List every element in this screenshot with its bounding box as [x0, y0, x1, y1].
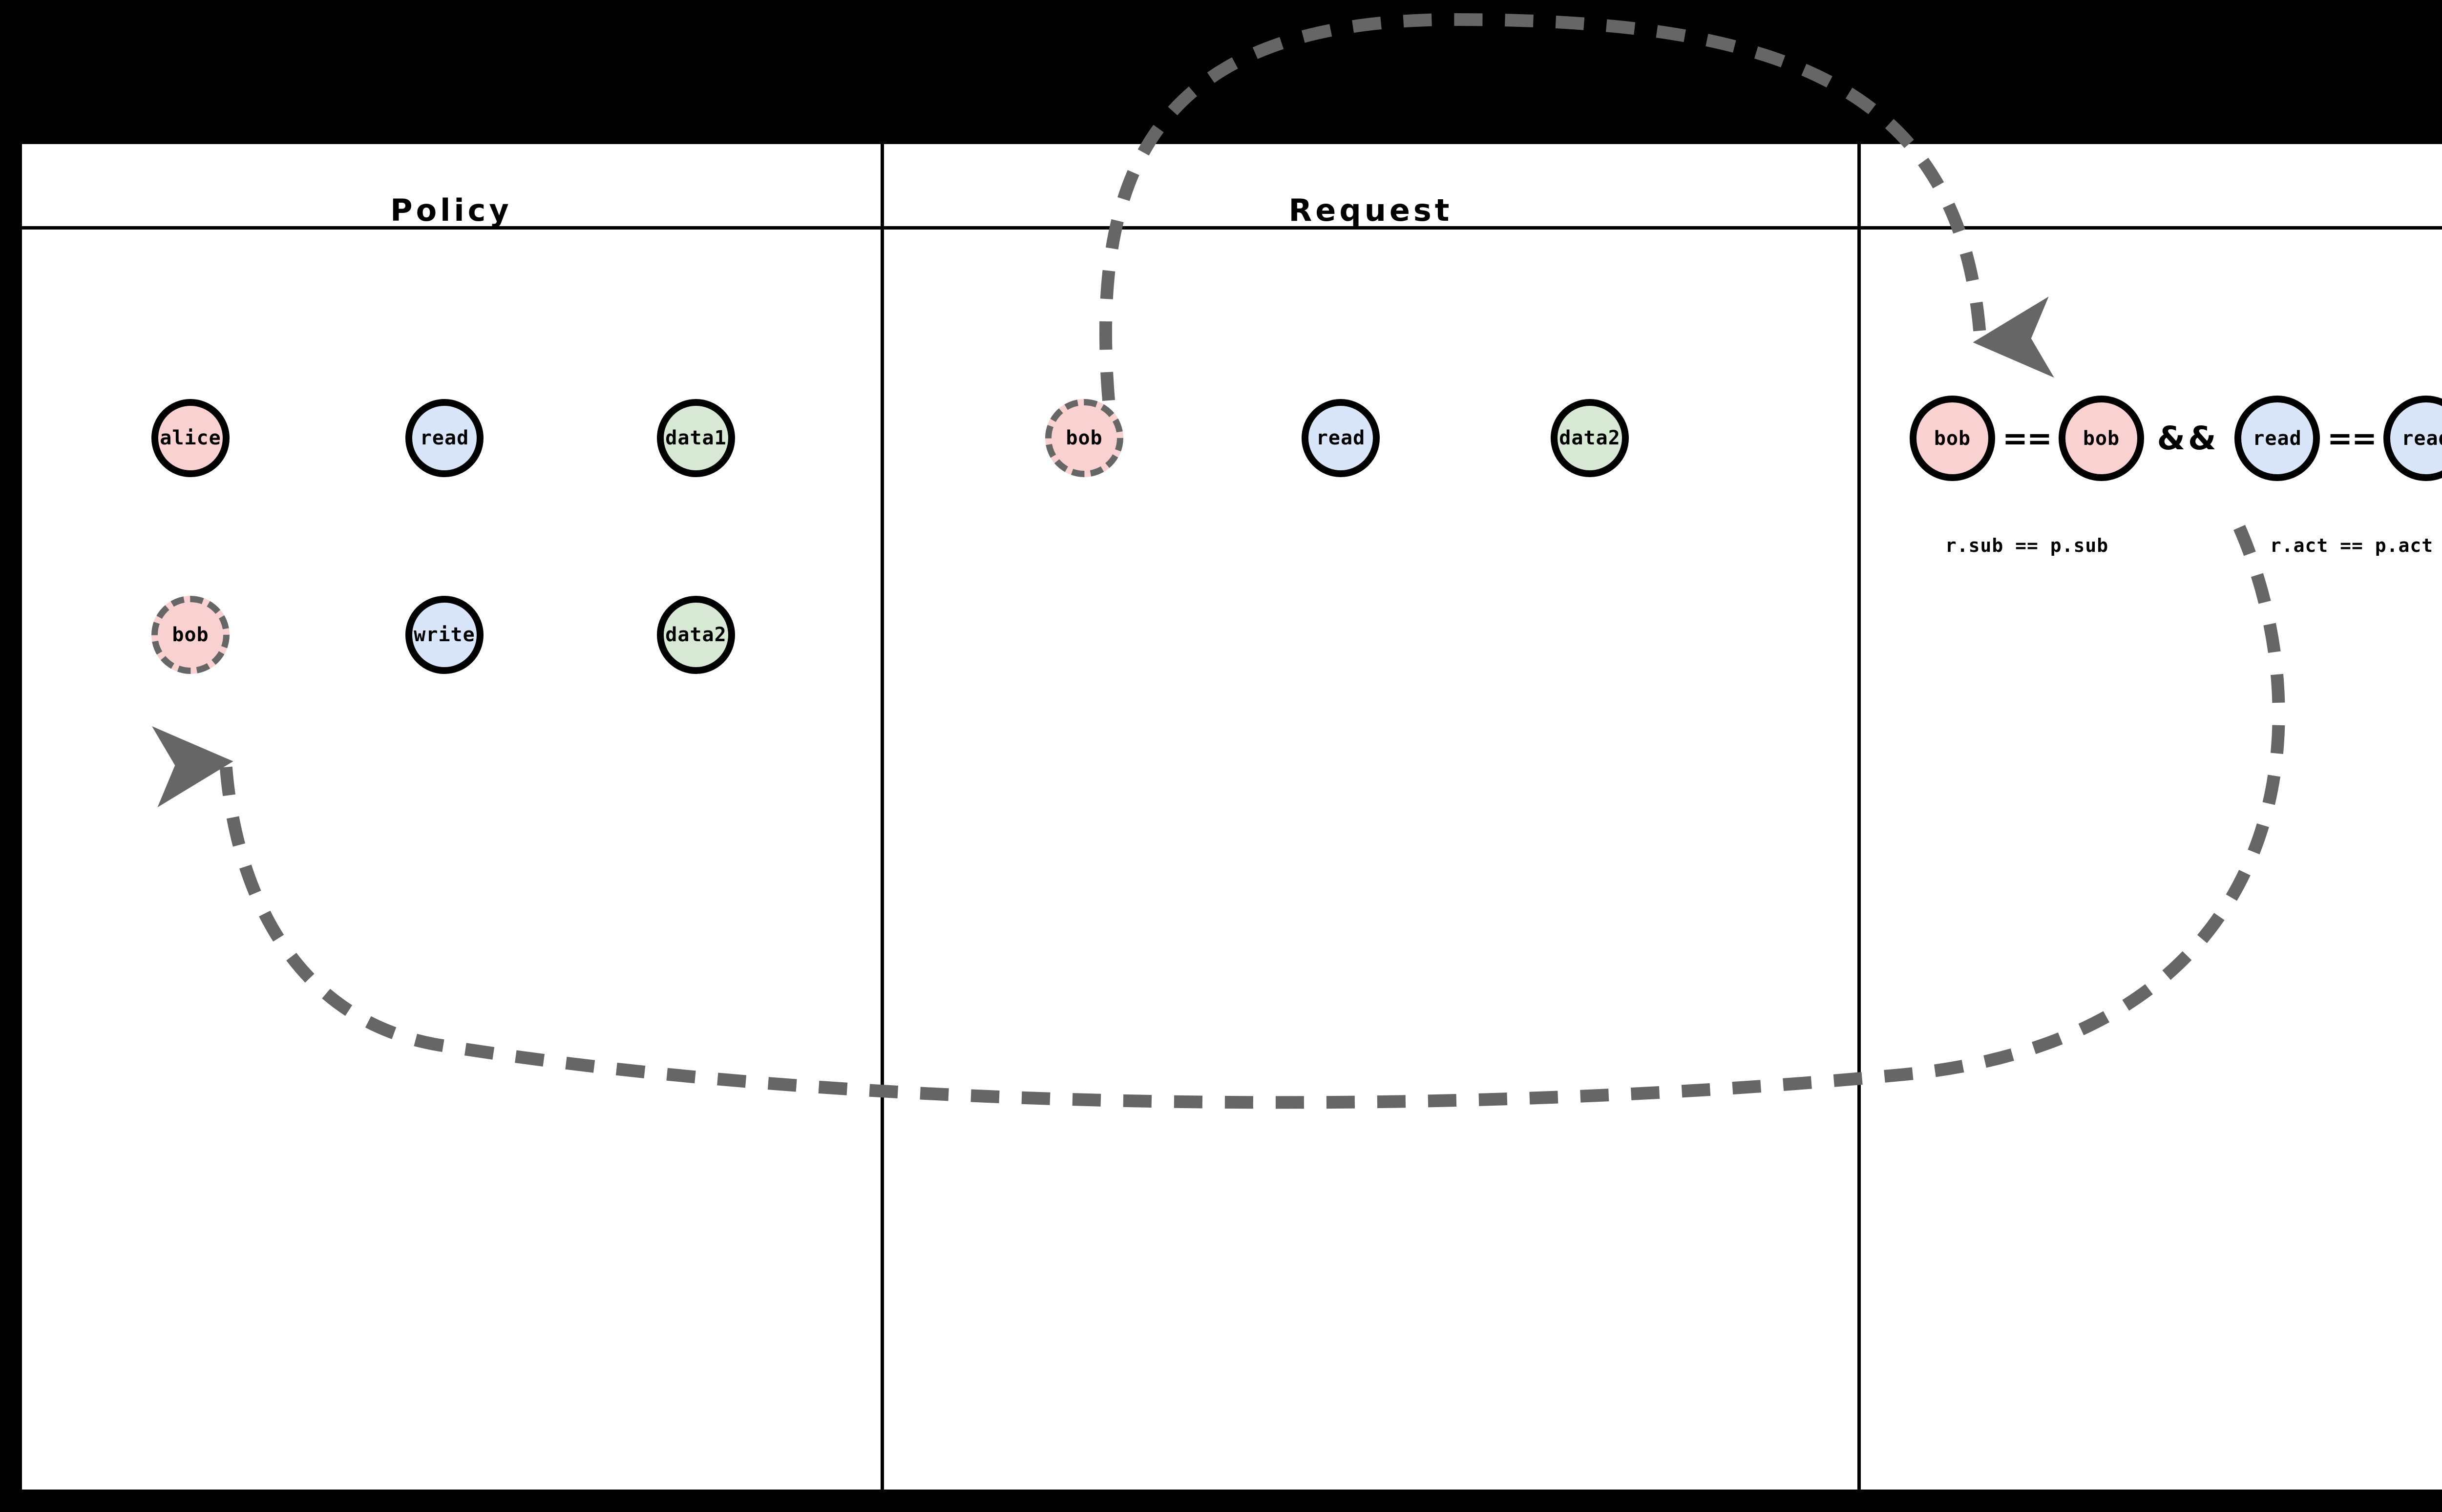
- policy-node-data2-label: data2: [665, 624, 727, 646]
- matching-node-request-sub-label: bob: [1934, 427, 1971, 450]
- column-header-policy: Policy: [22, 144, 881, 276]
- matching-caption-act-label: r.act == p.act: [2270, 535, 2434, 556]
- policy-node-data1[interactable]: data1: [657, 399, 735, 477]
- policy-node-alice[interactable]: alice: [151, 399, 230, 477]
- column-header-request-label: Request: [1288, 192, 1453, 228]
- policy-node-read-label: read: [420, 427, 469, 449]
- policy-node-alice-label: alice: [160, 427, 221, 449]
- column-divider-policy-request: [881, 144, 884, 1490]
- policy-node-data2[interactable]: data2: [657, 596, 735, 674]
- matching-node-policy-sub-label: bob: [2083, 427, 2120, 450]
- policy-node-bob-label: bob: [172, 624, 209, 646]
- matching-joiner-1: &&: [2156, 413, 2220, 464]
- policy-node-write-label: write: [414, 624, 475, 646]
- request-node-read[interactable]: read: [1302, 399, 1380, 477]
- column-divider-request-matching: [1857, 144, 1861, 1490]
- column-header-request: Request: [884, 144, 1857, 276]
- request-node-read-label: read: [1316, 427, 1366, 449]
- column-header-policy-label: Policy: [390, 192, 512, 228]
- policy-node-bob[interactable]: bob: [151, 596, 230, 674]
- request-node-bob-label: bob: [1066, 427, 1103, 449]
- matching-caption-sub-label: r.sub == p.sub: [1945, 535, 2109, 556]
- matching-node-policy-sub[interactable]: bob: [2059, 396, 2144, 481]
- matching-node-request-act-label: read: [2253, 427, 2302, 450]
- request-node-bob[interactable]: bob: [1045, 399, 1123, 477]
- policy-node-data1-label: data1: [665, 427, 727, 449]
- request-node-data2[interactable]: data2: [1551, 399, 1629, 477]
- matching-caption-sub: r.sub == p.sub: [1883, 535, 2171, 556]
- matching-operator-act-label: ==: [2327, 420, 2377, 456]
- matching-node-request-act[interactable]: read: [2234, 396, 2320, 481]
- policy-node-write[interactable]: write: [405, 596, 484, 674]
- matching-operator-sub-label: ==: [2002, 420, 2052, 456]
- diagram-board: Policy Request Matching alice read data1…: [22, 144, 2442, 1490]
- matching-operator-sub: ==: [2002, 415, 2052, 462]
- matching-operator-act: ==: [2327, 415, 2377, 462]
- column-header-matching: Matching: [1861, 144, 2442, 276]
- matching-caption-act: r.act == p.act: [2208, 535, 2442, 556]
- matching-joiner-1-label: &&: [2157, 420, 2219, 457]
- matching-node-policy-act[interactable]: read: [2383, 396, 2442, 481]
- request-node-data2-label: data2: [1559, 427, 1621, 449]
- policy-node-read[interactable]: read: [405, 399, 484, 477]
- matching-node-request-sub[interactable]: bob: [1910, 396, 1995, 481]
- matching-node-policy-act-label: read: [2401, 427, 2442, 450]
